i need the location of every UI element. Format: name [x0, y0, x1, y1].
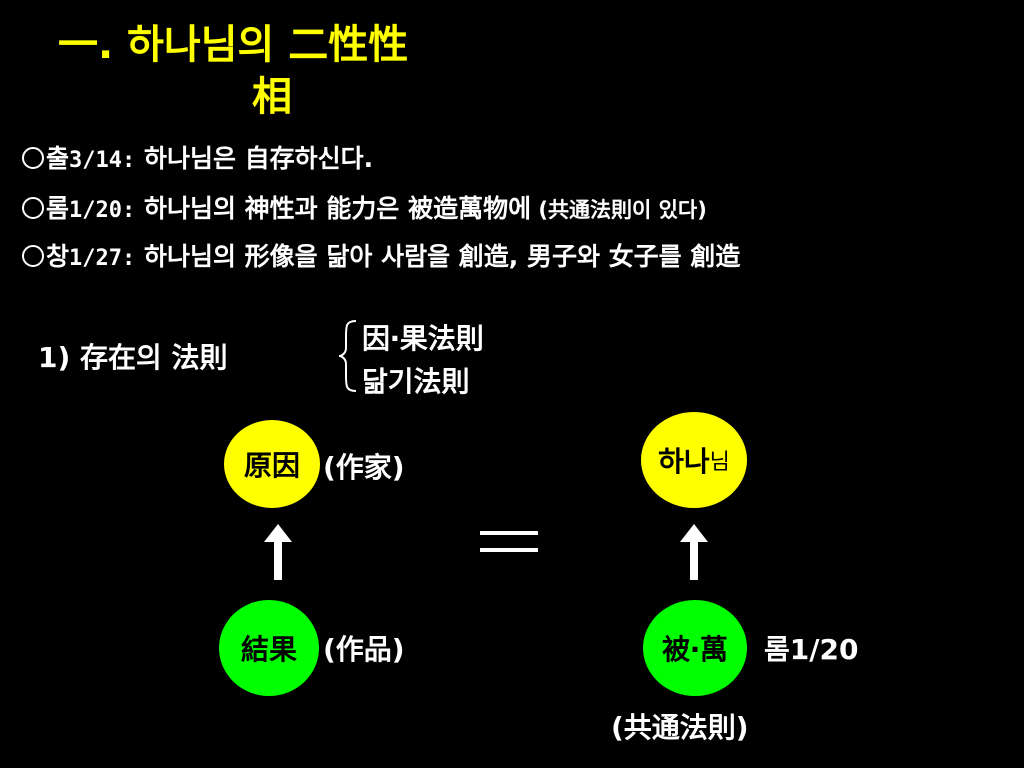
circle-bullet-icon: [22, 147, 44, 169]
node-creation: 被‧萬: [643, 600, 747, 696]
label-author: (作家): [323, 451, 405, 484]
verse-text: 하나님의 神性과 能力은 被造萬物에: [135, 194, 532, 223]
arrow-up-icon: [680, 524, 708, 580]
verse-prefix: 창: [46, 242, 70, 271]
slide-title-line2: 相: [252, 74, 292, 120]
verse-prefix: 롬: [46, 194, 70, 223]
node-god-tail: 님: [709, 450, 730, 475]
verse-line-3: 창1/27: 하나님의 形像을 닮아 사람을 創造, 男子와 女子를 創造: [22, 241, 740, 275]
circle-bullet-icon: [22, 245, 44, 267]
verse-note: (共通法則이 있다): [531, 198, 707, 222]
equals-bar-top: [480, 531, 538, 535]
node-god-main: 하나: [658, 445, 710, 478]
label-common-law: (共通法則): [611, 711, 749, 744]
verse-ref: 1/20:: [69, 198, 136, 223]
law-heading: 1) 存在의 法則: [38, 341, 228, 374]
curly-brace-icon: [338, 320, 357, 392]
label-work: (作品): [323, 633, 405, 666]
node-effect: 結果: [219, 600, 319, 696]
verse-text: 하나님은 自存하신다.: [135, 144, 374, 173]
verse-line-2: 롬1/20: 하나님의 神性과 能力은 被造萬物에 (共通法則이 있다): [22, 193, 707, 227]
law-item-resemblance: 닮기法則: [362, 365, 470, 398]
verse-prefix: 출: [46, 144, 70, 173]
label-romans-ref: 롬1/20: [764, 633, 859, 666]
circle-bullet-icon: [22, 197, 44, 219]
slide-title-line1: 一. 하나님의 二性性: [58, 22, 409, 68]
verse-ref: 1/27:: [69, 246, 136, 271]
arrow-up-icon: [264, 524, 292, 580]
verse-ref: 3/14:: [69, 148, 136, 173]
equals-bar-bottom: [480, 548, 538, 552]
law-item-cause-effect: 因‧果法則: [362, 322, 484, 355]
verse-text: 하나님의 形像을 닮아 사람을 創造, 男子와 女子를 創造: [135, 242, 741, 271]
node-cause: 原因: [224, 420, 320, 508]
verse-line-1: 출3/14: 하나님은 自存하신다.: [22, 143, 373, 177]
